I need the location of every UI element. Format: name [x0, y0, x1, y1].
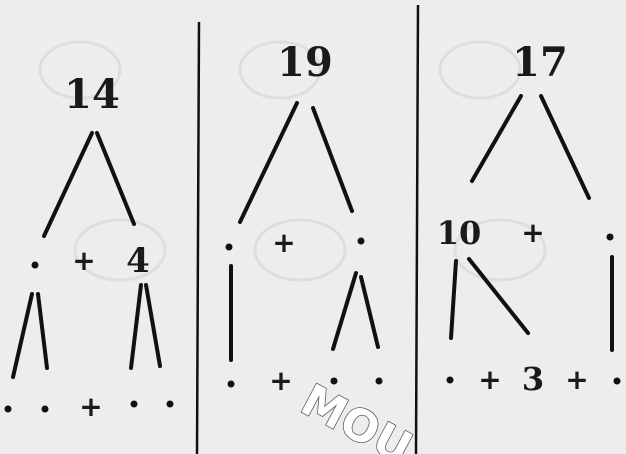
- blank-dot: [167, 401, 174, 408]
- plus-sign: +: [72, 244, 95, 277]
- bond-line: [313, 108, 352, 211]
- bond-top-number: 17: [512, 39, 568, 86]
- blank-dot: [42, 406, 49, 413]
- blank-dot: [376, 378, 383, 385]
- blank-dot: [131, 401, 138, 408]
- bond-part-number: 3: [522, 360, 544, 398]
- blank-dot: [226, 244, 233, 251]
- blank-dot: [5, 406, 12, 413]
- blank-dot: [358, 238, 365, 245]
- bond-part-number: 4: [126, 241, 150, 281]
- bond-part-number: 10: [437, 214, 482, 252]
- plus-sign: +: [521, 216, 544, 249]
- blank-dot: [32, 262, 39, 269]
- panel-divider-right: [416, 5, 418, 454]
- blank-dot: [447, 377, 454, 384]
- blank-dot: [607, 234, 614, 241]
- bond-line: [333, 273, 356, 349]
- plus-sign: +: [79, 390, 102, 423]
- bond-line: [541, 96, 589, 198]
- plus-sign: +: [272, 226, 295, 259]
- watermark-text: MOU: [293, 375, 420, 454]
- bond-line: [146, 285, 160, 366]
- blank-dot: [614, 378, 621, 385]
- bond-line: [38, 294, 47, 368]
- plus-sign: +: [269, 364, 292, 397]
- blank-dot: [228, 381, 235, 388]
- watermark: MOU: [293, 375, 420, 454]
- bond-line: [240, 103, 297, 222]
- number-bond-panel-3: 17 10 + + 3 +: [437, 39, 621, 398]
- bond-line: [97, 133, 134, 224]
- bond-line: [361, 277, 378, 347]
- bond-line: [451, 261, 456, 338]
- bond-line: [13, 294, 32, 377]
- bond-line: [131, 285, 141, 368]
- panel-divider-left: [197, 22, 199, 454]
- bond-line: [469, 259, 528, 333]
- plus-sign: +: [478, 363, 501, 396]
- number-bond-panel-1: 14 + 4 +: [5, 71, 174, 423]
- bond-top-number: 19: [277, 39, 333, 86]
- bond-top-number: 14: [64, 71, 120, 118]
- bond-line: [472, 96, 521, 181]
- plus-sign: +: [565, 363, 588, 396]
- bond-line: [44, 133, 92, 236]
